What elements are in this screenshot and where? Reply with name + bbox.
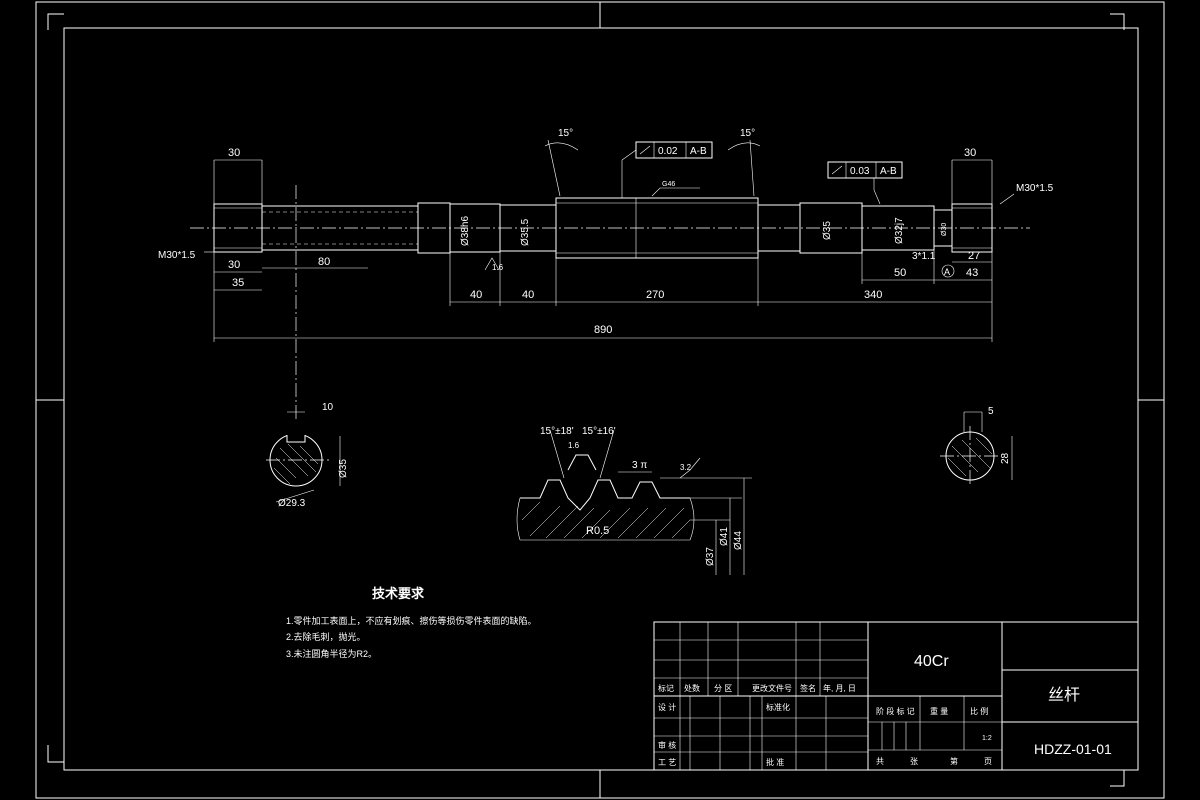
tb-sheet-no: 第: [950, 756, 958, 766]
section-view-right: [940, 411, 1013, 486]
tb-header-doc: 更改文件号: [752, 683, 792, 693]
tb-header-date: 年, 月, 日: [823, 683, 856, 693]
tb-sheet-total: 共: [876, 757, 884, 766]
runout-frame-1: [635, 141, 713, 159]
thread-angle-right: 15°±16': [582, 426, 616, 437]
tb-approve: 批 准: [766, 757, 784, 767]
outer-border: [35, 1, 1165, 799]
thread-dia-outer: Ø44: [733, 531, 744, 550]
dim-small: Ø30: [941, 223, 948, 236]
trim-corner: [47, 13, 64, 30]
dim-groove: 3*1.1: [912, 251, 936, 262]
thread-angle-left: 15°±18': [540, 426, 574, 437]
dim-340: 340: [864, 289, 882, 301]
runout-1-value: 0.02: [658, 146, 678, 157]
dim-40-a: 40: [470, 289, 482, 301]
sec1-dia: Ø35: [338, 459, 349, 478]
dim-890: 890: [594, 324, 612, 336]
tb-material: 40Cr: [914, 653, 949, 670]
dim-270: 270: [646, 289, 664, 301]
thread-dia-root: Ø37: [705, 547, 716, 566]
tb-header-mark: 标记: [658, 683, 674, 693]
tb-weight: 重 量: [930, 706, 948, 716]
thread-roughness-2: 3.2: [680, 463, 692, 472]
thread-dia-pitch: Ø41: [719, 527, 730, 546]
sec1-key-width: 10: [322, 402, 334, 413]
runout-2-value: 0.03: [850, 166, 870, 177]
tb-stage: 阶 段 标 记: [876, 706, 915, 716]
tb-role-process: 工 艺: [658, 758, 676, 767]
section-view-left: [266, 411, 341, 503]
tb-role-review: 审 核: [658, 740, 676, 750]
dim-35: Ø35: [822, 221, 833, 240]
angle-left: 15°: [558, 128, 573, 139]
tb-part-name: 丝杆: [1048, 686, 1080, 704]
tech-req-item-1: 1.零件加工表面上，不应有划痕、擦伤等损伤零件表面的缺陷。: [286, 615, 537, 626]
dim-40-b: 40: [522, 289, 534, 301]
thread-detail: [516, 429, 752, 575]
dim-32j7: Ø32j7: [894, 217, 905, 244]
tb-drawing-no: HDZZ-01-01: [1034, 741, 1112, 757]
tb-header-sign: 签名: [800, 683, 816, 693]
tb-scale-label: 比 例: [970, 706, 988, 716]
dim-43: 43: [966, 267, 978, 279]
shaft-main-view: [190, 185, 1030, 420]
dim-left-30: 30: [228, 259, 240, 271]
tb-standardize: 标准化: [766, 702, 790, 712]
sec1-inner: Ø29.3: [278, 498, 306, 509]
trim-corner: [1110, 770, 1125, 787]
dim-27: 27: [968, 250, 980, 262]
tb-scale: 1:2: [982, 735, 992, 742]
sec2-depth: 28: [1000, 452, 1011, 464]
tb-sheet-unit-2: 页: [984, 757, 992, 766]
thread-radius: R0.5: [586, 525, 609, 537]
dim-80: 80: [318, 256, 330, 268]
trim-corner: [1110, 13, 1125, 30]
dim-thread-left: M30*1.5: [158, 250, 196, 261]
angle-right: 15°: [740, 128, 755, 139]
tech-req-item-2: 2.去除毛刺，抛光。: [286, 631, 366, 642]
runout-2-datum: A-B: [880, 166, 897, 177]
datum-a-symbol: [941, 264, 955, 278]
dim-right-top-30: 30: [964, 147, 976, 159]
thread-roughness: 1.6: [568, 441, 580, 450]
dim-50: 50: [894, 267, 906, 279]
tb-header-zone: 分 区: [714, 684, 732, 693]
tech-req-item-3: 3.未注圆角半径为R2。: [286, 648, 377, 659]
runout-frame-2: [827, 161, 903, 179]
dim-left-35: 35: [232, 277, 244, 289]
main-dimensions: [204, 139, 1015, 342]
sec2-key-width: 5: [988, 406, 994, 417]
dim-38h6: Ø38h6: [460, 216, 471, 246]
trim-corner: [47, 745, 64, 763]
dim-35-5: Ø35.5: [520, 218, 531, 246]
tb-header-count: 处数: [684, 683, 700, 693]
dim-thread-right: M30*1.5: [1016, 183, 1054, 194]
roughness-1-6: 1.6: [492, 263, 504, 272]
thread-pitch: 3 π: [632, 460, 647, 471]
datum-a-label: A: [944, 267, 950, 277]
tb-role-design: 设 计: [658, 702, 676, 712]
tech-req-title: 技术要求: [372, 586, 425, 601]
inner-border: [63, 27, 1139, 771]
tb-sheet-unit-1: 张: [910, 757, 918, 766]
runout-1-datum: A-B: [690, 146, 707, 157]
g46-label: G46: [662, 181, 675, 188]
dim-left-top-30: 30: [228, 147, 240, 159]
title-block: [653, 621, 1139, 771]
